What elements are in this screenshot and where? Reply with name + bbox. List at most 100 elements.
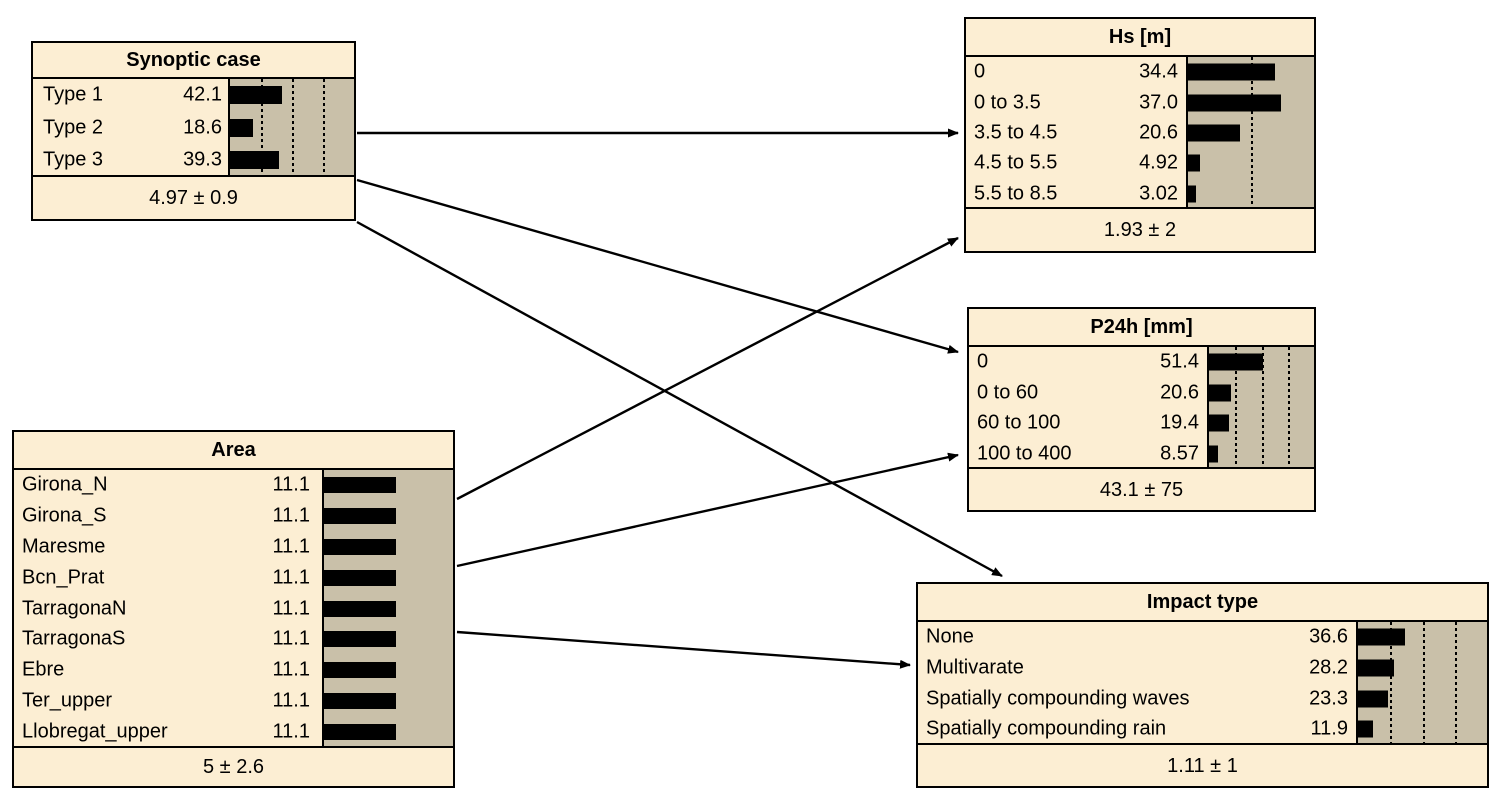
bar-row bbox=[230, 79, 354, 112]
bar-row bbox=[324, 593, 453, 624]
state-probability: 11.1 bbox=[272, 473, 310, 496]
chart-gridline bbox=[261, 79, 263, 175]
state-bar bbox=[324, 692, 396, 709]
state-label: 3.5 to 4.5 bbox=[974, 121, 1058, 144]
bar-row bbox=[1209, 378, 1314, 409]
node-summary: 4.97 ± 0.9 bbox=[33, 177, 354, 219]
bar-row bbox=[230, 112, 354, 145]
state-label: TarragonaS bbox=[22, 627, 126, 650]
state-probability: 11.1 bbox=[272, 566, 310, 589]
state-row: 5.5 to 8.5 3.02 bbox=[966, 179, 1186, 207]
state-bar bbox=[1209, 353, 1263, 371]
state-label: Bcn_Prat bbox=[22, 566, 105, 589]
state-row: Ebre 11.1 bbox=[14, 655, 322, 686]
node-title: Synoptic case bbox=[33, 43, 354, 79]
bar-row bbox=[1188, 148, 1314, 178]
state-bar bbox=[324, 662, 396, 679]
state-bar bbox=[324, 600, 396, 617]
state-probability: 18.6 bbox=[183, 116, 222, 139]
state-bar bbox=[1209, 414, 1230, 432]
state-label: 100 to 400 bbox=[977, 442, 1072, 465]
state-bar bbox=[1358, 720, 1374, 738]
bar-row bbox=[324, 562, 453, 593]
state-probability: 42.1 bbox=[183, 83, 222, 106]
state-row: Bcn_Prat 11.1 bbox=[14, 562, 322, 593]
state-probability: 11.1 bbox=[272, 504, 310, 527]
edge-synoptic-to-p24h bbox=[356, 178, 959, 354]
chart-gridline bbox=[1454, 622, 1457, 743]
state-probability: 28.2 bbox=[1309, 656, 1348, 679]
bar-row bbox=[324, 532, 453, 563]
edge-area-to-hs bbox=[456, 236, 959, 501]
bar-row bbox=[1358, 714, 1487, 743]
state-bar bbox=[324, 508, 396, 525]
state-label: Ter_upper bbox=[22, 689, 113, 712]
state-bar-chart bbox=[1207, 347, 1314, 467]
state-bar-chart bbox=[228, 79, 354, 175]
chart-gridline bbox=[1235, 347, 1238, 467]
chart-gridline bbox=[1261, 347, 1264, 467]
state-bar bbox=[1188, 124, 1240, 142]
bar-row bbox=[1209, 347, 1314, 378]
state-bar bbox=[1209, 445, 1218, 463]
state-probability: 4.92 bbox=[1139, 151, 1178, 174]
state-bar bbox=[1209, 384, 1231, 402]
bar-row bbox=[324, 686, 453, 717]
state-probability: 37.0 bbox=[1139, 91, 1178, 114]
state-label: TarragonaN bbox=[22, 597, 127, 620]
state-probability: 3.02 bbox=[1139, 182, 1178, 205]
state-probability: 11.1 bbox=[272, 658, 310, 681]
bar-row bbox=[1209, 439, 1314, 468]
chart-gridline bbox=[1251, 57, 1253, 207]
state-bar bbox=[1358, 628, 1406, 646]
state-probability: 39.3 bbox=[183, 148, 222, 171]
state-label: Ebre bbox=[22, 658, 65, 681]
state-label: Llobregat_upper bbox=[22, 720, 168, 743]
bar-row bbox=[324, 716, 453, 746]
state-row: Ter_upper 11.1 bbox=[14, 686, 322, 717]
state-bar bbox=[324, 723, 396, 740]
node-title: Impact type bbox=[918, 584, 1487, 622]
bar-row bbox=[230, 144, 354, 175]
state-label: 60 to 100 bbox=[977, 411, 1061, 434]
state-bar-chart bbox=[1356, 622, 1487, 743]
bar-row bbox=[1358, 622, 1487, 653]
state-label: Type 2 bbox=[43, 116, 104, 139]
state-label: 0 bbox=[974, 60, 986, 83]
node-title: P24h [mm] bbox=[969, 309, 1314, 347]
state-label: Spatially compounding rain bbox=[926, 717, 1167, 740]
chart-gridline bbox=[1287, 347, 1290, 467]
state-bar bbox=[324, 477, 396, 494]
state-probability: 11.1 bbox=[272, 627, 310, 650]
state-row: TarragonaS 11.1 bbox=[14, 624, 322, 655]
bar-row bbox=[1209, 408, 1314, 439]
state-label: Maresme bbox=[22, 535, 106, 558]
state-bar bbox=[230, 86, 283, 105]
state-bar bbox=[230, 151, 279, 170]
state-probability: 11.1 bbox=[272, 689, 310, 712]
bar-row bbox=[324, 501, 453, 532]
state-label: 5.5 to 8.5 bbox=[974, 182, 1058, 205]
bar-row bbox=[1358, 683, 1487, 714]
node-summary: 1.11 ± 1 bbox=[918, 745, 1487, 786]
